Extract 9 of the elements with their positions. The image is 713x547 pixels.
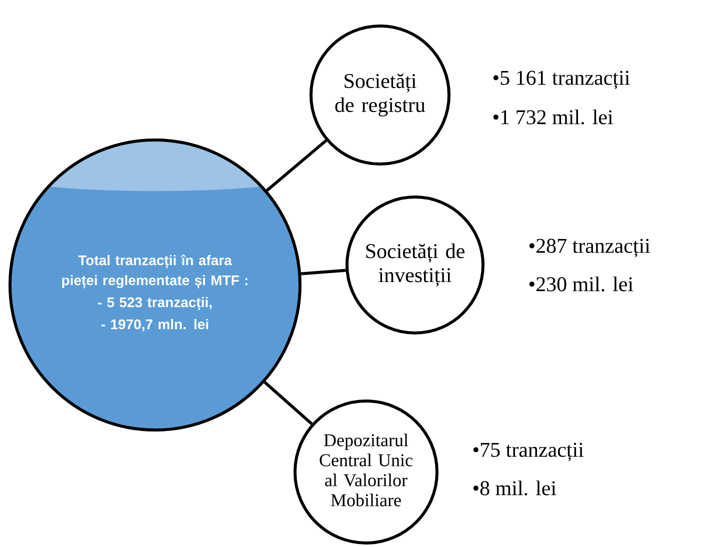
bullet-text: •5 161 tranzacții — [493, 70, 630, 90]
connector-line — [300, 268, 346, 276]
bullet-text: •75 tranzacții — [473, 442, 584, 462]
bullet-text: •8 mil. lei — [473, 480, 556, 496]
connector-line — [266, 139, 328, 192]
bullet-text: •287 tranzacții — [529, 238, 650, 258]
connector-line — [264, 381, 313, 426]
bullet-text: •1 732 mil. lei — [493, 110, 613, 124]
bullet-text: •230 mil. lei — [529, 276, 634, 292]
